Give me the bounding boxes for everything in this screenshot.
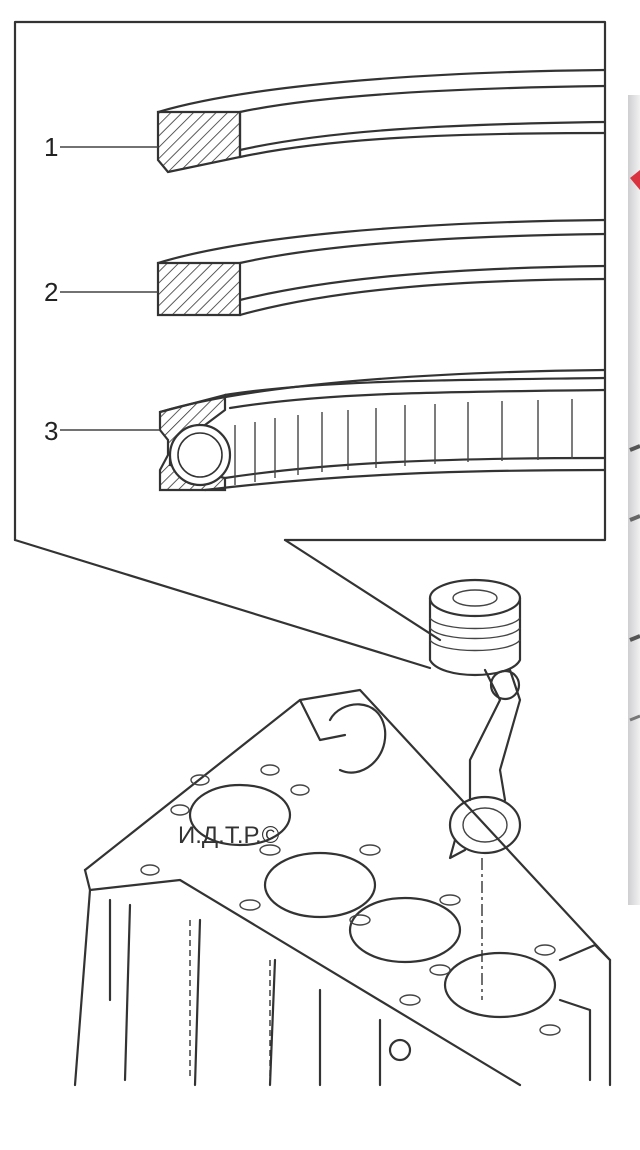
cylinder-bores xyxy=(188,783,557,1019)
detail-box xyxy=(13,20,607,670)
label-2: 2 xyxy=(44,277,58,307)
photo-edge-strip xyxy=(628,95,640,905)
watermark: И.Д.Т.Р.© xyxy=(178,822,280,849)
label-1: 1 xyxy=(44,132,58,162)
expander-coil xyxy=(168,399,573,487)
ring-1-compression xyxy=(60,68,607,174)
label-3: 3 xyxy=(44,416,58,446)
ring-2-compression xyxy=(60,218,607,317)
piston-assembly xyxy=(428,578,522,1000)
engine-block xyxy=(73,688,612,1087)
ring-3-oil-control xyxy=(60,368,607,492)
